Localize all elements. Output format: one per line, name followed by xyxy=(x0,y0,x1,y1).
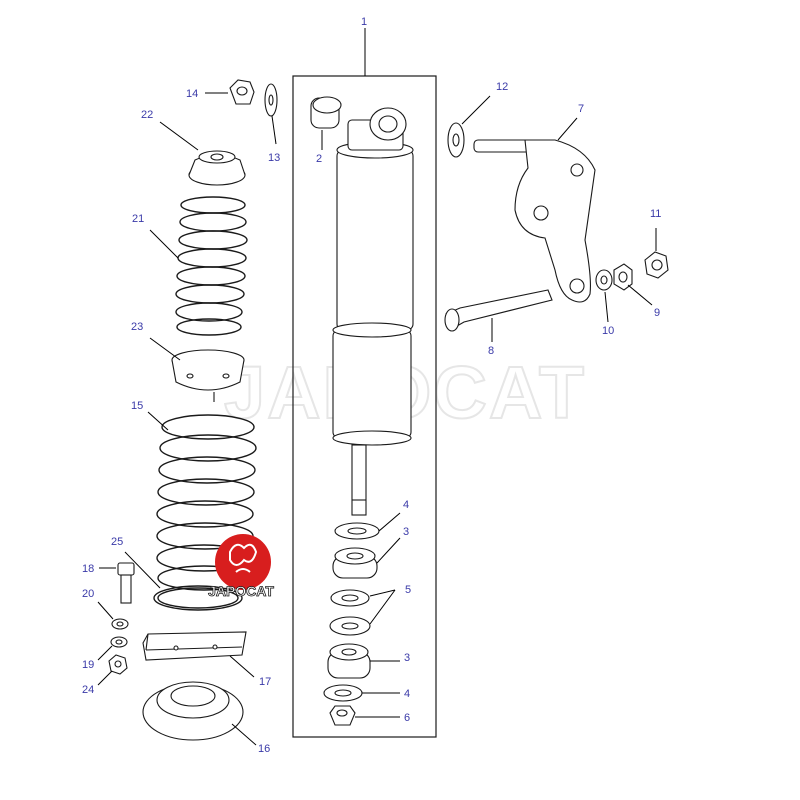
part-21-coil-spring-upper xyxy=(175,196,248,336)
callout-8: 8 xyxy=(488,345,494,357)
callout-1: 1 xyxy=(361,16,367,28)
part-11-nut xyxy=(644,251,669,279)
callout-25: 25 xyxy=(111,536,123,548)
part-15-coil-spring-lower xyxy=(156,414,257,591)
part-16-spring-seat-bottom xyxy=(142,681,244,741)
part-22-spring-seat-top xyxy=(188,150,246,186)
callout-13: 13 xyxy=(268,152,280,164)
callout-5: 5 xyxy=(405,584,411,596)
callout-14: 14 xyxy=(186,88,198,100)
callout-4-bottom: 4 xyxy=(404,688,410,700)
part-3-rubber-bush-bottom xyxy=(327,643,371,679)
callout-18: 18 xyxy=(82,563,94,575)
japocat-logo: JAPOCAT xyxy=(208,534,275,599)
part-24-nut xyxy=(108,654,128,675)
part-13-washer xyxy=(264,83,278,117)
callout-9: 9 xyxy=(654,307,660,319)
callout-16: 16 xyxy=(258,743,270,755)
part-14-nut xyxy=(229,79,255,105)
part-20-washer xyxy=(111,618,129,630)
part-2-bush xyxy=(310,96,342,129)
callout-15: 15 xyxy=(131,400,143,412)
callout-21: 21 xyxy=(132,213,144,225)
callout-22: 22 xyxy=(141,109,153,121)
callout-4-top: 4 xyxy=(403,499,409,511)
callout-12: 12 xyxy=(496,81,508,93)
part-5-washer-upper xyxy=(330,589,370,607)
logo-text: JAPOCAT xyxy=(208,583,274,599)
callout-17: 17 xyxy=(259,676,271,688)
callout-2: 2 xyxy=(316,153,322,165)
callout-10: 10 xyxy=(602,325,614,337)
part-25-spring-ring xyxy=(153,585,243,611)
part-7-mounting-bracket xyxy=(473,139,596,303)
part-9-nut xyxy=(613,263,633,291)
part-10-washer xyxy=(595,269,613,291)
callout-23: 23 xyxy=(131,321,143,333)
part-8-bolt xyxy=(444,289,553,332)
callout-11: 11 xyxy=(650,208,661,220)
part-6-nut xyxy=(329,705,356,726)
part-5-washer-lower xyxy=(329,616,371,636)
callout-24: 24 xyxy=(82,684,94,696)
callout-3-top: 3 xyxy=(403,526,409,538)
part-4-washer-bottom xyxy=(323,684,363,702)
callout-3-bottom: 3 xyxy=(404,652,410,664)
part-12-washer xyxy=(447,122,465,158)
callout-7: 7 xyxy=(578,103,584,115)
part-17-plate xyxy=(142,631,247,661)
part-19-washer xyxy=(110,636,128,648)
callout-6: 6 xyxy=(404,712,410,724)
part-18-bolt xyxy=(117,562,135,604)
callout-20: 20 xyxy=(82,588,94,600)
part-3-rubber-bush-top xyxy=(332,547,378,579)
callout-19: 19 xyxy=(82,659,94,671)
part-4-washer-top xyxy=(334,522,380,540)
shock-absorber xyxy=(332,107,414,516)
part-23-spacer-plate xyxy=(171,349,245,402)
